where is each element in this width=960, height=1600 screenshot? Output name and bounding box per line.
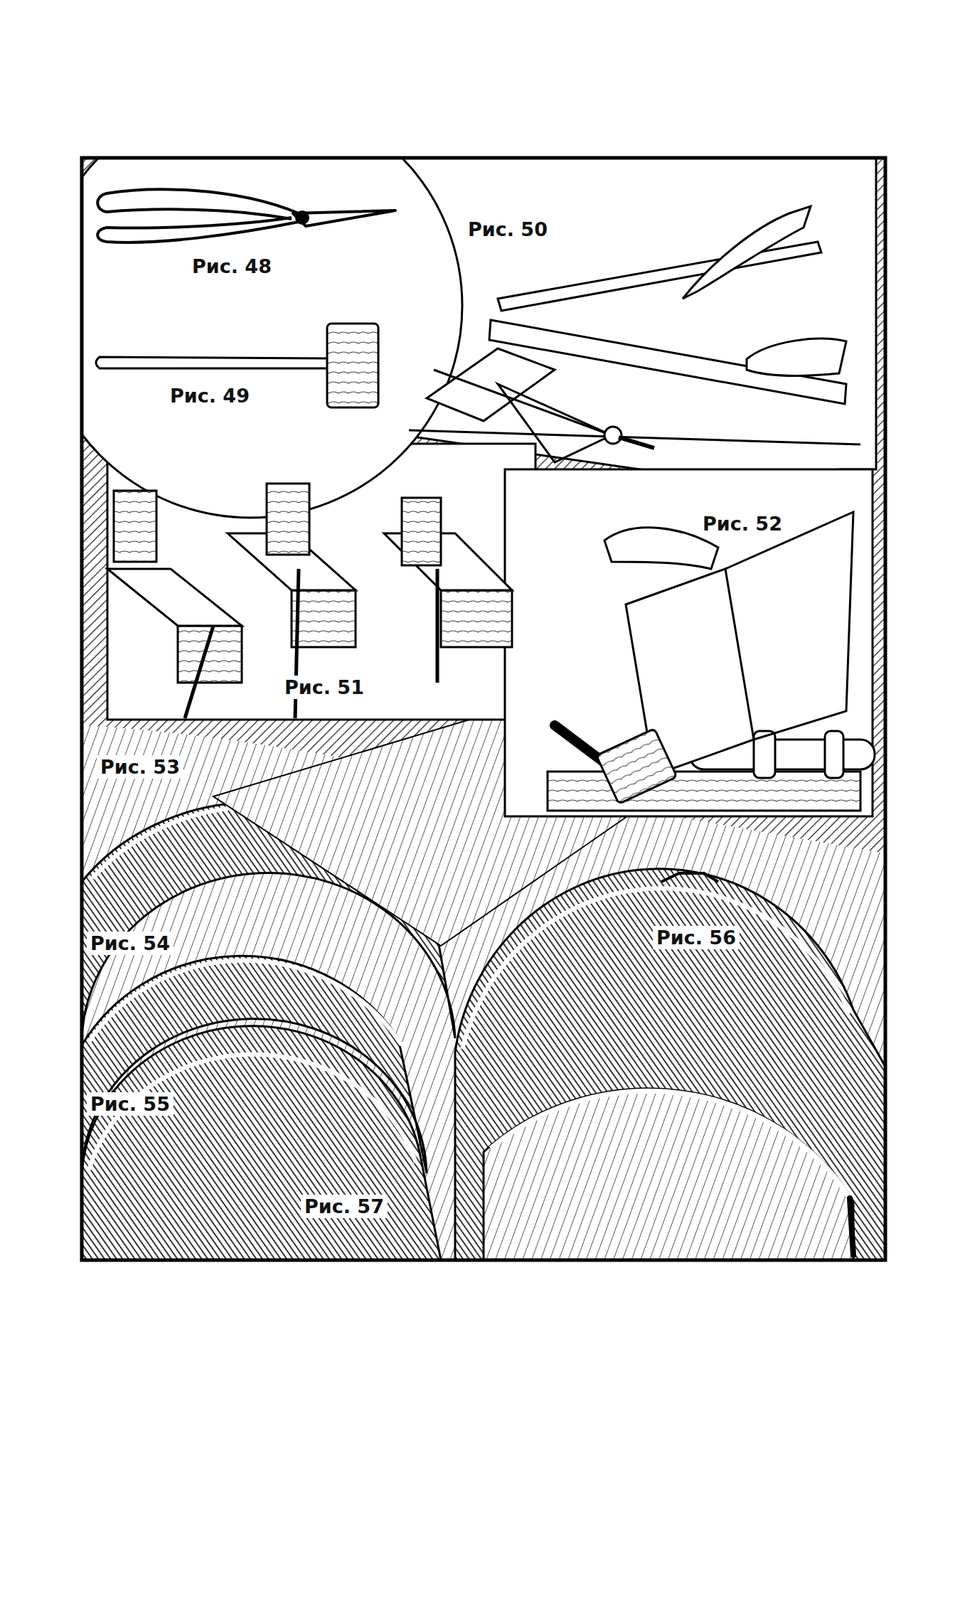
marking-tools (408, 206, 861, 463)
tin-snips (97, 189, 396, 243)
tool-circle (81, 157, 463, 518)
figure-number: Рис. 56 (652, 925, 740, 950)
bending-blocks (107, 483, 512, 719)
figure-number: Рис. 48 (188, 254, 276, 279)
rolling-rod (547, 512, 875, 811)
figure-number: Рис. 53 (96, 755, 184, 779)
mallet (96, 323, 379, 408)
figure-number: Рис. 55 (86, 1092, 174, 1116)
figure-number: Рис. 49 (166, 384, 254, 408)
figure-number: Рис. 52 (699, 512, 786, 536)
figure-number: Рис. 54 (86, 931, 174, 956)
figure-number: Рис. 51 (280, 675, 368, 700)
figure-number: Рис. 50 (464, 217, 552, 242)
half-cylinders (81, 711, 886, 1261)
figure-number: Рис. 57 (300, 1194, 388, 1219)
